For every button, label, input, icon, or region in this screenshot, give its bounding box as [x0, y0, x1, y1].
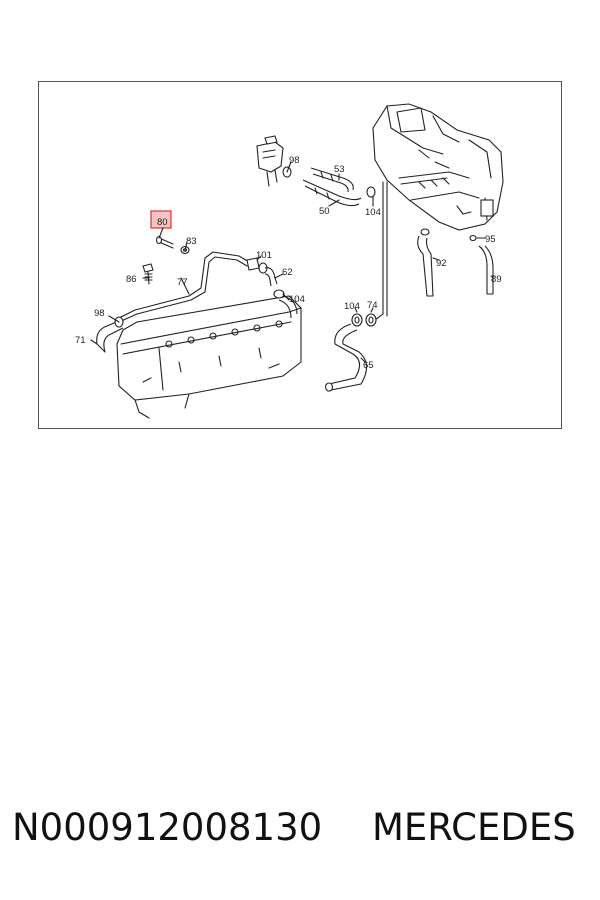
callout-53: 53: [334, 164, 345, 175]
hose-53[interactable]: [310, 167, 354, 193]
callout-98-left: 98: [94, 308, 105, 319]
callout-50: 50: [319, 206, 330, 217]
hose-71[interactable]: [96, 319, 124, 353]
grommet-74[interactable]: [365, 313, 377, 327]
pipe-77[interactable]: [118, 251, 250, 323]
bolt-80[interactable]: [155, 235, 174, 249]
hose-50[interactable]: [302, 179, 362, 207]
hose-92[interactable]: [417, 228, 434, 297]
callout-104-middle: 104: [289, 294, 305, 305]
highlight-box-80[interactable]: [150, 210, 172, 229]
callout-65: 65: [363, 360, 374, 371]
callout-104-lower: 104: [344, 301, 360, 312]
callout-62: 62: [282, 267, 293, 278]
callout-95: 95: [485, 234, 496, 245]
callout-92: 92: [436, 258, 447, 269]
callout-74: 74: [367, 300, 378, 311]
clamp-104-top[interactable]: [366, 186, 376, 198]
control-valve[interactable]: [256, 135, 284, 187]
clamp-101[interactable]: [246, 257, 268, 274]
callout-77: 77: [177, 277, 188, 288]
callout-80: 80: [157, 217, 168, 228]
clamp-104-lower[interactable]: [351, 313, 363, 327]
engine-block: [116, 295, 302, 419]
exploded-parts-diagram: 80 83 86 77 98 71 101 62 104 98 53 50 10…: [75, 103, 504, 419]
supply-line[interactable]: [374, 181, 388, 321]
hose-65[interactable]: [324, 323, 368, 392]
bolt-86[interactable]: [142, 263, 154, 285]
brand-name: MERCEDES: [372, 806, 576, 849]
callout-71: 71: [75, 335, 86, 346]
heater-unit: [372, 103, 504, 231]
callout-83: 83: [186, 236, 197, 247]
part-number: N000912008130: [12, 806, 323, 849]
callout-104-top: 104: [365, 207, 381, 218]
hose-89[interactable]: [478, 245, 494, 295]
callout-86: 86: [126, 274, 137, 285]
callout-98-top: 98: [289, 155, 300, 166]
clamp-95[interactable]: [469, 234, 477, 242]
callout-89: 89: [491, 274, 502, 285]
leader-lines: [90, 161, 496, 363]
parts-diagram-frame: 80 83 86 77 98 71 101 62 104 98 53 50 10…: [38, 81, 562, 429]
callout-101: 101: [256, 250, 272, 261]
